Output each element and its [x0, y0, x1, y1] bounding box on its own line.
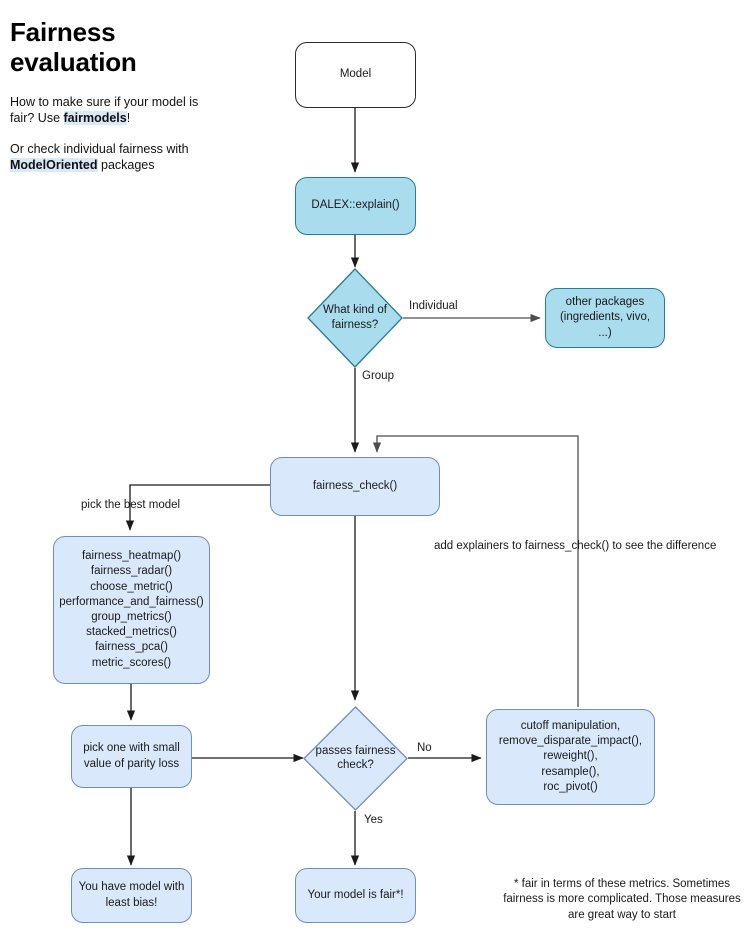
node-pick-one-small-parity-loss-label: pick one with small value of parity loss — [83, 742, 180, 770]
diamond-shape-passes — [303, 706, 408, 811]
node-least-bias-result-label: You have model with least bias! — [78, 881, 185, 909]
node-passes-fairness-check[interactable]: passes fairness check? — [303, 706, 408, 811]
node-plot-functions[interactable]: fairness_heatmap() fairness_radar() choo… — [53, 536, 210, 684]
edge-label-group: Group — [362, 370, 394, 382]
edge-label-add-explainers: add explainers to fairness_check() to se… — [434, 540, 717, 552]
intro-paragraph-2: Or check individual fairness with ModelO… — [10, 141, 200, 174]
fairmodels-highlight: fairmodels — [63, 111, 127, 126]
node-other-packages[interactable]: other packages (ingredients, vivo, ...) — [545, 288, 665, 348]
intro-p1-pre: How to make sure if your model is fair? … — [10, 94, 199, 126]
node-bias-mitigation-label: cutoff manipulation, remove_disparate_im… — [498, 720, 643, 793]
node-fairness-check-label: fairness_check() — [312, 479, 398, 492]
node-fairness-check[interactable]: fairness_check() — [270, 457, 440, 516]
node-dalex-explain-label: DALEX::explain() — [311, 199, 400, 212]
node-dalex-explain[interactable]: DALEX::explain() — [295, 177, 416, 235]
node-model[interactable]: Model — [295, 42, 416, 108]
edge-fairness-check-to-functions — [125, 484, 270, 531]
modeloriented-highlight: ModelOriented — [10, 158, 98, 173]
node-model-fair-result[interactable]: Your model is fair*! — [295, 868, 416, 923]
edge-label-yes: Yes — [364, 814, 383, 826]
intro-p2-post: packages — [97, 158, 155, 173]
node-model-fair-result-label: Your model is fair*! — [307, 888, 404, 901]
edge-label-individual: Individual — [409, 300, 458, 312]
node-plot-functions-label: fairness_heatmap() fairness_radar() choo… — [59, 550, 204, 669]
intro-paragraph-1: How to make sure if your model is fair? … — [10, 94, 200, 127]
node-least-bias-result[interactable]: You have model with least bias! — [71, 868, 192, 923]
page-title: Fairness evaluation — [10, 17, 137, 77]
node-bias-mitigation[interactable]: cutoff manipulation, remove_disparate_im… — [486, 709, 655, 805]
node-pick-one-small-parity-loss[interactable]: pick one with small value of parity loss — [71, 725, 192, 788]
intro-p1-post: ! — [126, 111, 131, 126]
edge-mitigation-back-to-fairness-check — [372, 435, 579, 707]
node-model-label: Model — [339, 68, 372, 81]
edge-label-pick-best-model: pick the best model — [81, 499, 181, 511]
footnote-text: * fair in terms of these metrics. Someti… — [503, 878, 741, 921]
node-what-kind-of-fairness[interactable]: What kind of fairness? — [307, 268, 403, 368]
node-other-packages-label: other packages (ingredients, vivo, ...) — [559, 296, 651, 339]
intro-p2-pre: Or check individual fairness with — [10, 141, 189, 156]
intro-panel: Fairness evaluation How to make sure if … — [10, 17, 200, 188]
diamond-shape-kind — [307, 268, 403, 368]
edge-label-no: No — [417, 742, 432, 754]
